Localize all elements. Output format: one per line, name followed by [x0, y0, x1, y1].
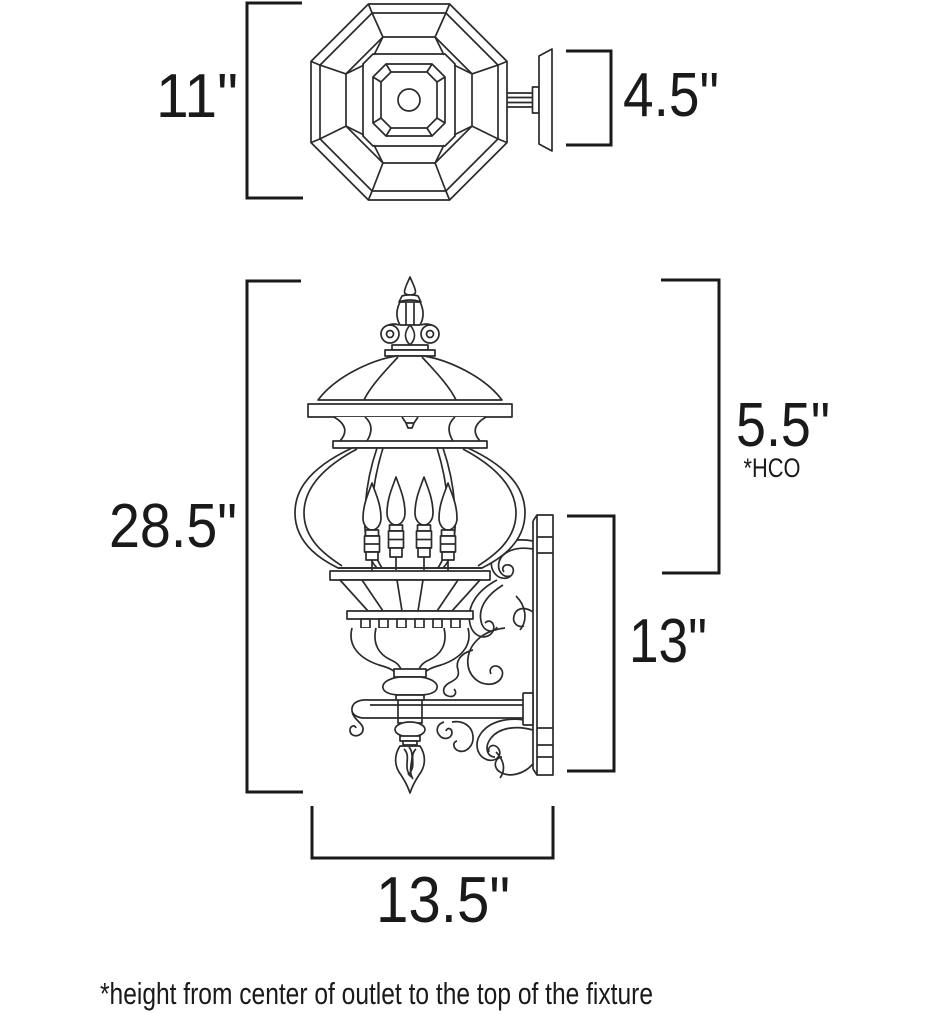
- candle-bulb: [362, 482, 382, 572]
- dimension-label-backplate-width: 4.5": [623, 61, 719, 130]
- lantern-skirt: [329, 567, 491, 629]
- lantern-bottom-cup: [350, 627, 470, 718]
- top-view-lantern-octagon: [310, 3, 508, 201]
- dimension-label-backplate-height: 13": [629, 607, 707, 676]
- top-view-mount-stem: [507, 86, 540, 114]
- candle-bulb: [386, 476, 406, 570]
- dimension-label-hco-height: 5.5": [736, 391, 830, 460]
- dimension-bracket-overall-height: [245, 279, 303, 794]
- dimension-label-projection: 13.5": [376, 863, 510, 936]
- candle-bulbs: [362, 476, 458, 572]
- lantern-finial-top: [380, 276, 440, 357]
- dimension-bracket-hco: [661, 278, 721, 575]
- lantern-dome: [307, 355, 513, 418]
- support-arm: [349, 692, 534, 737]
- dimension-bracket-bottom-width: [310, 806, 555, 860]
- lantern-neck: [332, 416, 488, 449]
- arm-scroll-tip: [349, 699, 371, 737]
- top-view-finial-center: [397, 88, 421, 112]
- dimension-label-overall-height: 28.5": [109, 492, 237, 561]
- dimension-bracket-backplate-width: [566, 49, 613, 147]
- dimension-label-top-width: 11": [156, 62, 238, 131]
- top-view-backplate: [538, 48, 553, 152]
- lantern-bottom-finial: [394, 717, 426, 794]
- candle-bulb: [414, 476, 434, 570]
- footnote-text: *height from center of outlet to the top…: [100, 976, 653, 1011]
- dimension-bracket-backplate-height: [567, 514, 616, 773]
- candle-bulb: [438, 482, 458, 572]
- dimension-bracket-top-width: [245, 1, 303, 200]
- scrollwork-lower: [436, 718, 534, 779]
- wall-backplate: [532, 514, 554, 776]
- hco-abbrev-label: *HCO: [744, 453, 801, 483]
- lantern-glass-body: [294, 447, 526, 569]
